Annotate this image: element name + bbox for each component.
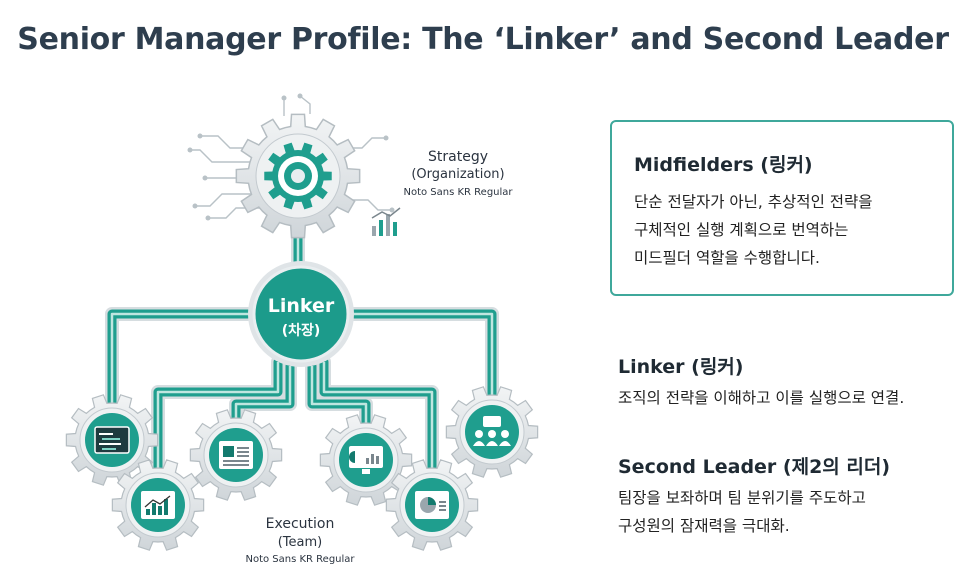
- card-line: 미드필더 역할을 수행합니다.: [634, 249, 820, 267]
- small-bar-chart-icon: [371, 207, 401, 236]
- linker-section-title: Linker (링커): [618, 356, 744, 378]
- document-icon: [189, 409, 283, 501]
- bar-chart-icon: [111, 459, 205, 551]
- execution-label: Execution: [266, 516, 335, 532]
- code-screen-icon: [65, 394, 159, 486]
- monitor-chart-icon: [319, 414, 413, 506]
- midfielders-card: Midfielders (링커) 단순 전달자가 아닌, 추상적인 전략을 구체…: [610, 120, 954, 296]
- linker-node: Linker (차장): [248, 261, 354, 367]
- second-leader-title: Second Leader (제2의 리더): [618, 456, 891, 478]
- linker-node-label: Linker: [268, 295, 335, 317]
- linker-node-sub: (차장): [282, 322, 321, 339]
- strategy-sub: (Organization): [411, 167, 504, 182]
- team-chat-icon: [445, 386, 539, 478]
- execution-font-note: Noto Sans KR Regular: [245, 554, 355, 565]
- execution-gears: [65, 386, 539, 551]
- pie-chart-icon: [385, 459, 479, 551]
- card-body: 단순 전달자가 아닌, 추상적인 전략을 구체적인 실행 계획으로 번역하는 미…: [634, 188, 939, 272]
- card-line: 구체적인 실행 계획으로 번역하는: [634, 221, 849, 239]
- card-line: 단순 전달자가 아닌, 추상적인 전략을: [634, 193, 873, 211]
- execution-sub: (Team): [278, 535, 323, 550]
- card-title: Midfielders (링커): [634, 154, 813, 176]
- page-title: Senior Manager Profile: The ‘Linker’ and…: [17, 22, 949, 57]
- linker-section-body: 조직의 전략을 이해하고 이를 실행으로 연결.: [618, 389, 905, 407]
- gear-icon: [235, 113, 361, 239]
- second-leader-body: 팀장을 보좌하며 팀 분위기를 주도하고 구성원의 잠재력을 극대화.: [618, 484, 866, 540]
- strategy-label: Strategy: [428, 149, 488, 165]
- second-leader-line: 구성원의 잠재력을 극대화.: [618, 517, 790, 535]
- strategy-font-note: Noto Sans KR Regular: [403, 187, 513, 198]
- second-leader-line: 팀장을 보좌하며 팀 분위기를 주도하고: [618, 489, 866, 507]
